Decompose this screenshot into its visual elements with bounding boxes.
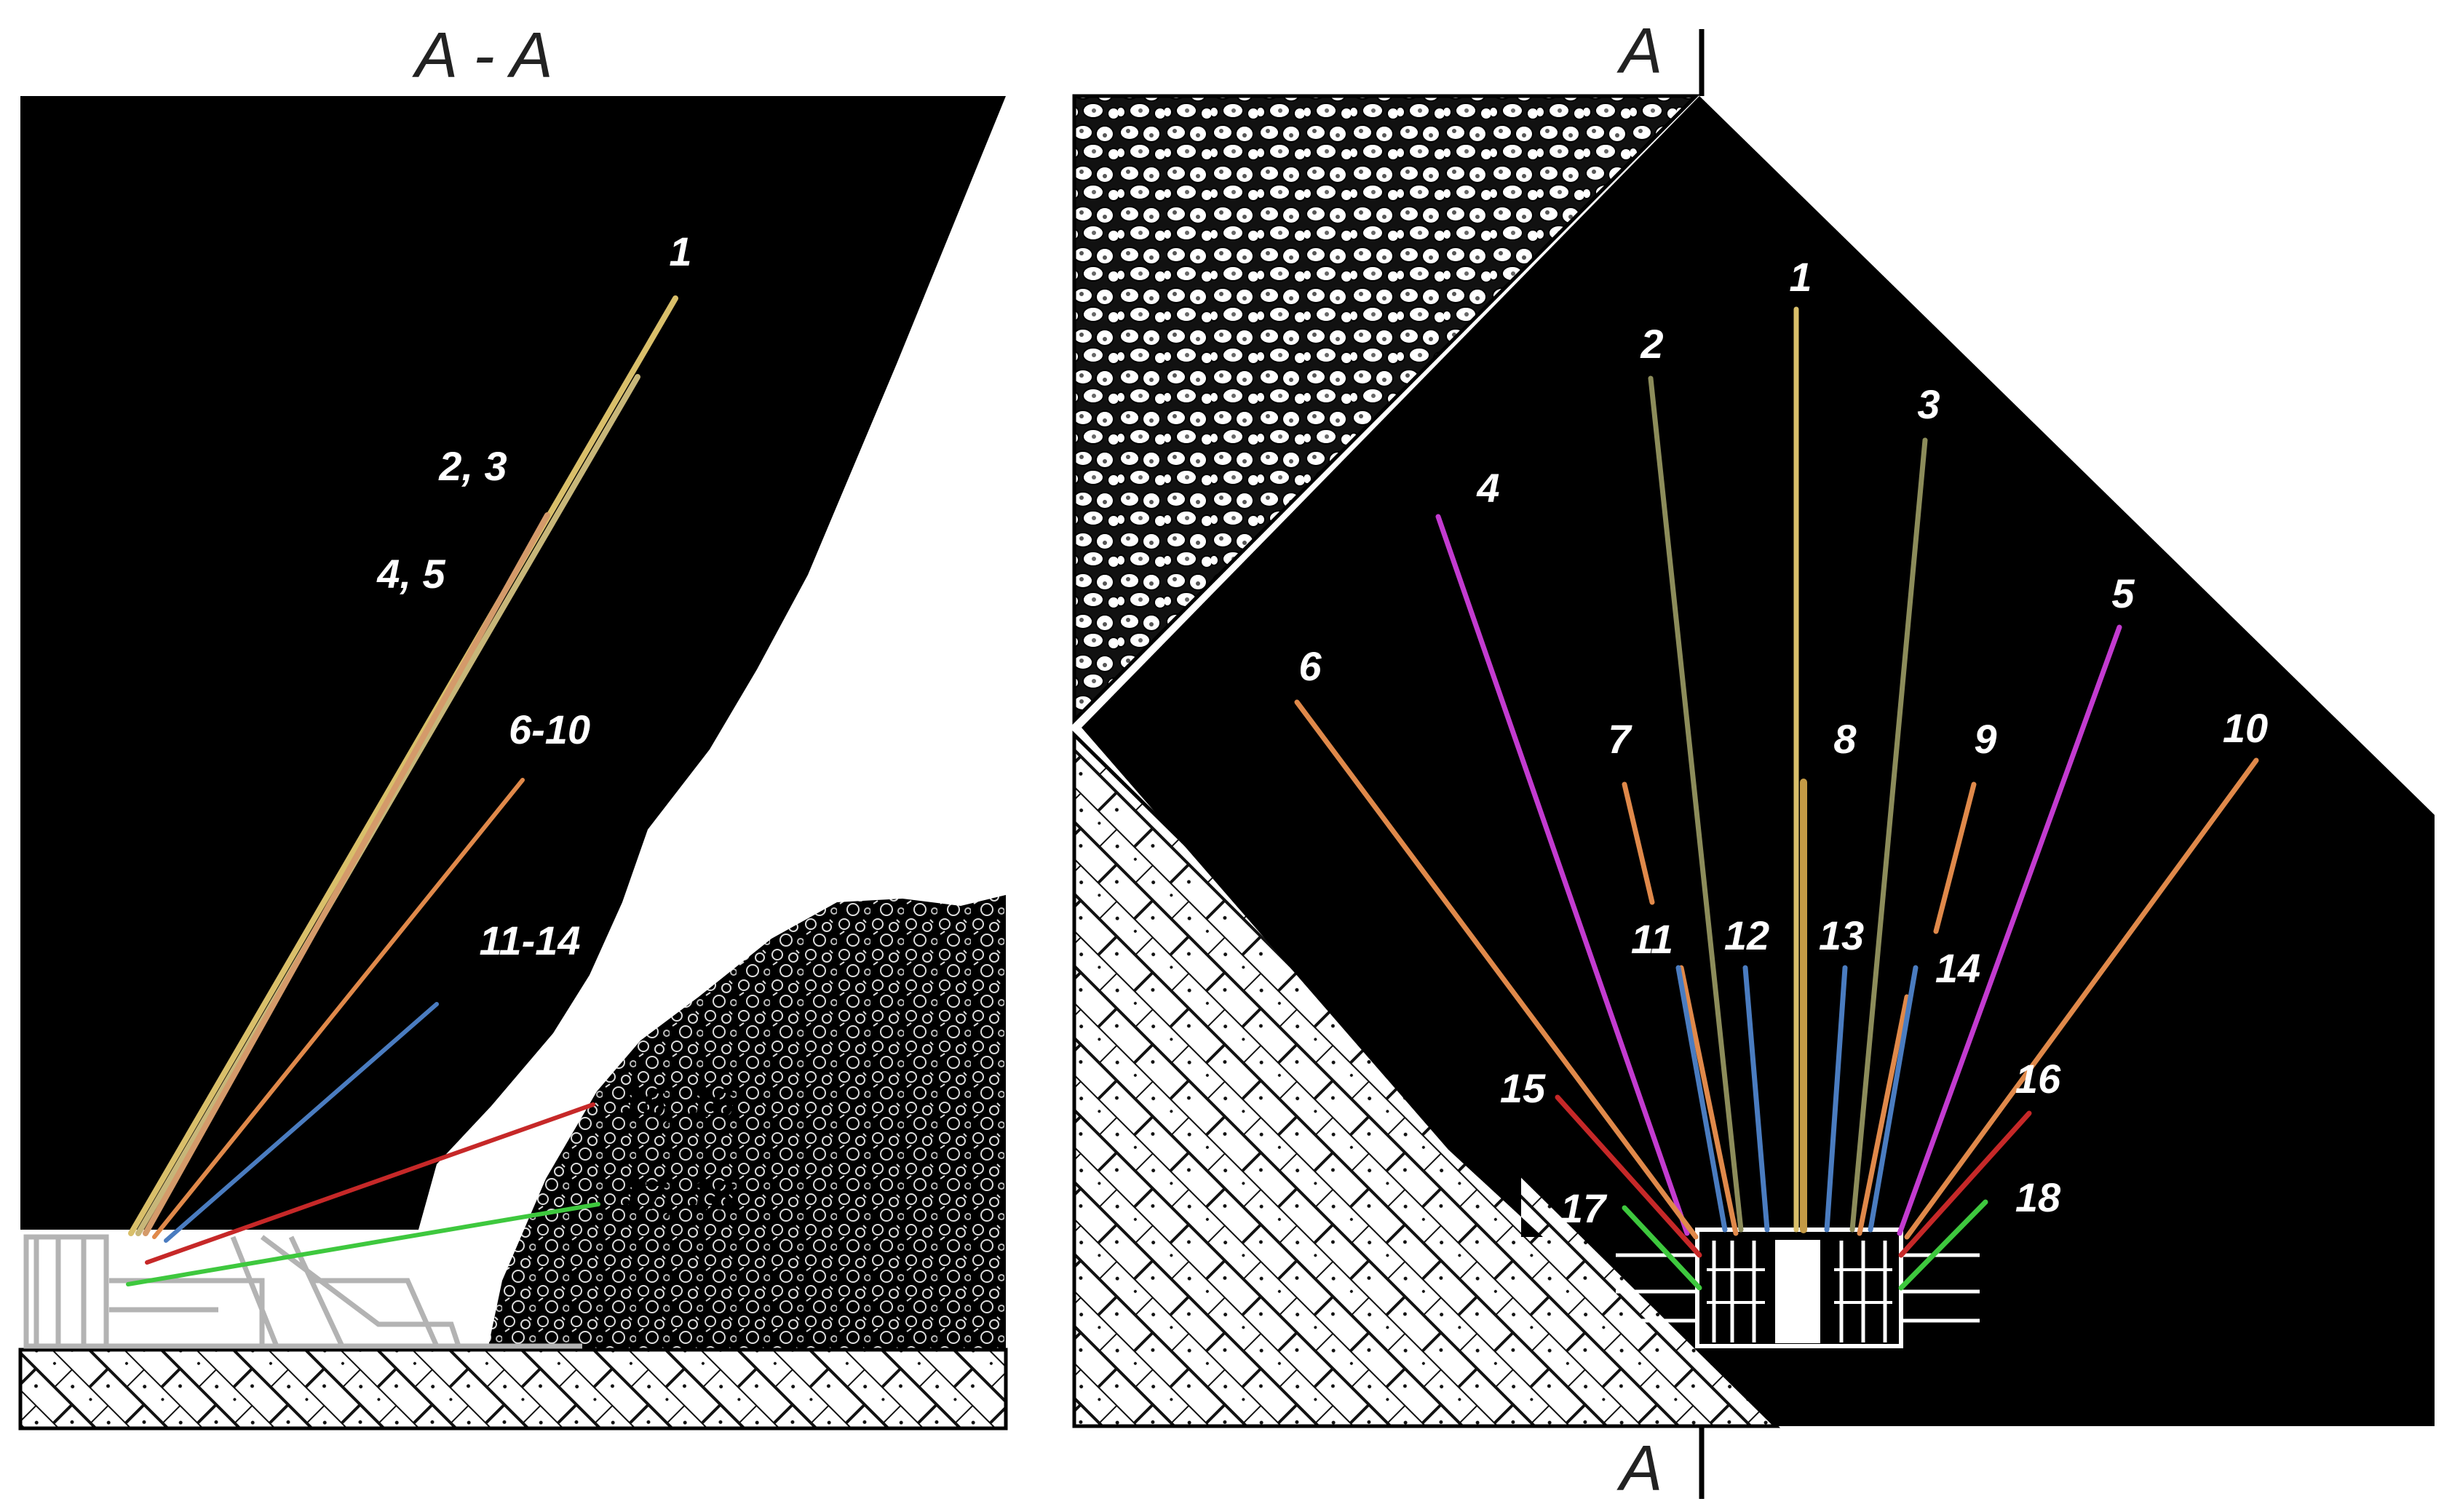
label-hole-2-3-left: 2, 3 bbox=[438, 443, 507, 489]
label-hole-7-right: 7 bbox=[1608, 716, 1632, 762]
label-hole-17-18-left: 17, 18 bbox=[620, 1172, 734, 1218]
label-hole-6-10-left: 6-10 bbox=[509, 707, 590, 752]
hole-5-right bbox=[1897, 624, 2122, 1236]
label-hole-16-right: 16 bbox=[2015, 1056, 2061, 1102]
drill-holes-left bbox=[126, 295, 678, 1286]
hole-2-right bbox=[1648, 375, 1744, 1233]
hole-4-5-left bbox=[143, 512, 550, 1236]
label-hole-5-right: 5 bbox=[2111, 570, 2135, 616]
ore-body-right bbox=[1082, 96, 2435, 1426]
label-hole-15-right: 15 bbox=[1500, 1065, 1546, 1111]
drill-holes-right bbox=[1294, 306, 2259, 1291]
rock-mass-left bbox=[20, 96, 1006, 1230]
label-hole-10-right: 10 bbox=[2223, 705, 2268, 751]
label-hole-15-16-left: 15, 16 bbox=[620, 1080, 734, 1126]
label-hole-4-right: 4 bbox=[1476, 465, 1499, 511]
left-section-view: A - A 1 2, 3 4, 5 6-10 11-14 bbox=[18, 19, 1008, 1431]
hole-15-right bbox=[1555, 1094, 1702, 1258]
label-hole-13-right: 13 bbox=[1819, 912, 1864, 958]
label-hole-14-right: 14 bbox=[1935, 945, 1980, 991]
hole-9-right bbox=[1933, 781, 1977, 934]
label-hole-9-right: 9 bbox=[1974, 716, 1996, 762]
hole-9-low-right bbox=[1857, 994, 1910, 1236]
hole-17-right bbox=[1622, 1205, 1702, 1291]
section-mark-top: A bbox=[1616, 15, 1663, 87]
hole-7-low-right bbox=[1678, 965, 1739, 1236]
hole-15-16-left bbox=[145, 1102, 595, 1265]
hole-labels-right: 1 2 3 4 5 6 7 8 9 10 11 12 13 14 15 16 1… bbox=[1298, 254, 2268, 1231]
label-hole-12-right: 12 bbox=[1724, 912, 1769, 958]
hole-16-right bbox=[1898, 1110, 2032, 1258]
right-face-view: A A 1 2 3 4 bbox=[1072, 15, 2435, 1504]
bedrock-floor-left bbox=[18, 1348, 1008, 1431]
hole-18-right bbox=[1898, 1199, 1988, 1291]
section-title: A - A bbox=[411, 19, 552, 91]
hole-6-right bbox=[1294, 699, 1699, 1240]
label-hole-18-right: 18 bbox=[2015, 1174, 2061, 1220]
hole-7-right bbox=[1622, 781, 1655, 905]
hole-4-right bbox=[1435, 514, 1690, 1236]
label-hole-1-left: 1 bbox=[669, 228, 691, 274]
label-hole-1-right: 1 bbox=[1789, 254, 1812, 300]
label-hole-17-right: 17 bbox=[1560, 1185, 1608, 1231]
label-hole-8-right: 8 bbox=[1833, 716, 1857, 762]
label-hole-2-right: 2 bbox=[1640, 321, 1663, 367]
hole-10-right bbox=[1904, 757, 2259, 1240]
hole-11-right bbox=[1675, 965, 1728, 1233]
label-hole-11-right: 11 bbox=[1631, 916, 1673, 962]
label-hole-3-right: 3 bbox=[1917, 381, 1940, 427]
hole-11-14-left bbox=[164, 1002, 439, 1243]
label-hole-6-right: 6 bbox=[1298, 643, 1322, 689]
hole-13-right bbox=[1824, 965, 1848, 1233]
pebble-layer bbox=[1072, 94, 1701, 725]
hole-14-right bbox=[1868, 965, 1919, 1233]
hole-labels-left: 1 2, 3 4, 5 6-10 11-14 15, 16 17, 18 bbox=[376, 228, 734, 1218]
label-hole-4-5-left: 4, 5 bbox=[376, 551, 445, 597]
hole-12-right bbox=[1742, 965, 1770, 1233]
section-mark-bottom: A bbox=[1616, 1432, 1663, 1504]
hole-17-18-left bbox=[126, 1202, 600, 1286]
hole-3-right bbox=[1849, 437, 1928, 1233]
label-hole-11-14-left: 11-14 bbox=[479, 918, 580, 963]
hole-6-10-left bbox=[152, 778, 525, 1239]
hole-1-left bbox=[128, 295, 678, 1236]
muck-pile bbox=[488, 895, 1006, 1350]
